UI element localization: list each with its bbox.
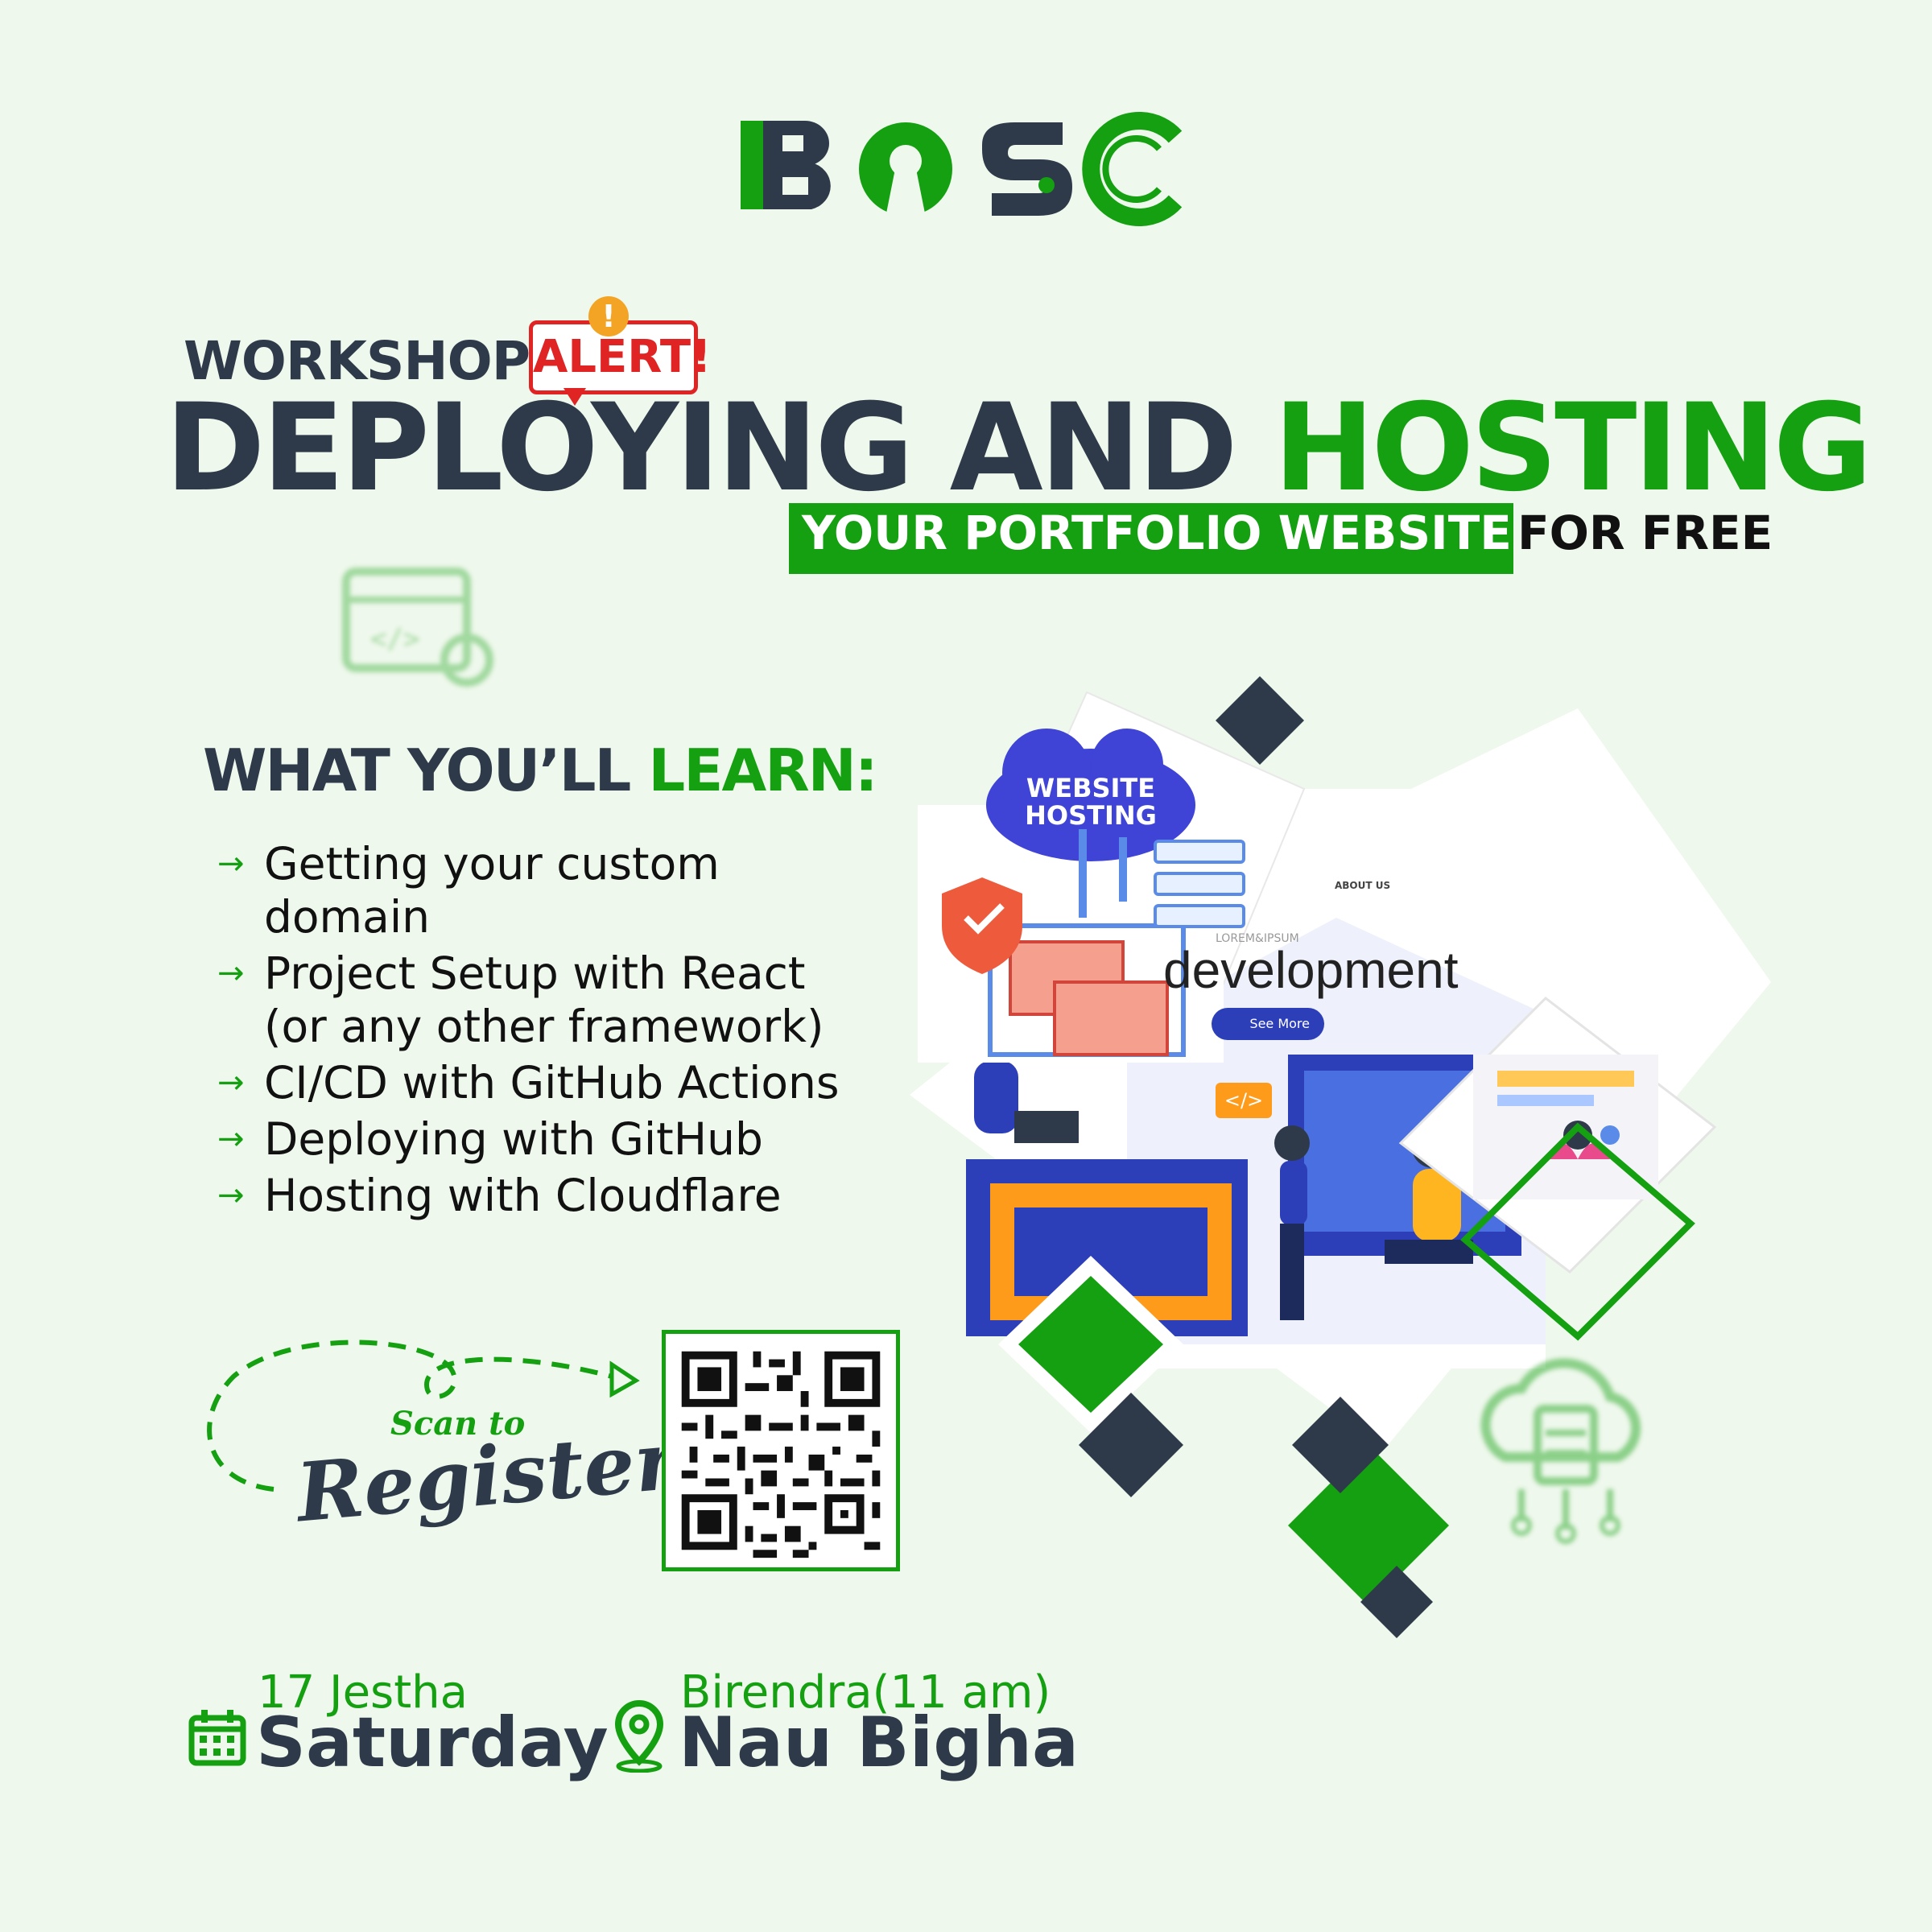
event-day: Saturday bbox=[256, 1703, 609, 1783]
arrow-icon: → bbox=[217, 1064, 245, 1101]
list-item: → Hosting with Cloudflare bbox=[217, 1169, 877, 1222]
learn-title: WHAT YOU’LL LEARN: bbox=[203, 737, 878, 804]
development-label: development bbox=[1163, 941, 1459, 999]
hero-illustration bbox=[910, 676, 1771, 1638]
title-part2: HOSTING bbox=[1274, 378, 1872, 518]
learn-title-part2: LEARN: bbox=[648, 737, 877, 804]
scan-label: Scan to bbox=[390, 1405, 526, 1443]
list-item-text: Project Setup with React (or any other f… bbox=[264, 947, 824, 1052]
list-item-text: CI/CD with GitHub Actions bbox=[264, 1057, 840, 1108]
list-item: → Project Setup with React (or any other … bbox=[217, 947, 877, 1053]
arrow-icon: → bbox=[217, 955, 245, 992]
event-venue: Nau Bigha bbox=[679, 1703, 1080, 1783]
alert-tail bbox=[564, 388, 586, 406]
web-code-icon: </> bbox=[342, 568, 493, 687]
arrow-icon: → bbox=[217, 1121, 245, 1158]
title-part1: DEPLOYING AND bbox=[165, 378, 1238, 518]
list-item-text: Getting your custom domain bbox=[264, 838, 720, 943]
svg-text:</>: </> bbox=[370, 623, 419, 655]
bosc-logo bbox=[741, 112, 1183, 226]
event-date: 17 Jestha bbox=[258, 1666, 468, 1719]
subtitle-rest: FOR FREE bbox=[1517, 506, 1773, 560]
alert-badge-icon: ! bbox=[588, 296, 629, 336]
arrow-icon: → bbox=[217, 1177, 245, 1214]
qr-code-pattern bbox=[666, 1335, 896, 1566]
page-title: DEPLOYING AND HOSTING bbox=[165, 378, 1872, 518]
subtitle-highlight-bg bbox=[789, 503, 1513, 574]
learn-title-part1: WHAT YOU’LL bbox=[203, 737, 631, 804]
alert-label: ALERT! bbox=[529, 320, 712, 394]
about-us-label: ABOUT US bbox=[1335, 880, 1391, 891]
cloud-server-icon bbox=[1480, 1358, 1641, 1544]
list-item-text: Deploying with GitHub bbox=[264, 1113, 763, 1165]
dashed-arrow bbox=[207, 1340, 640, 1492]
list-item: → CI/CD with GitHub Actions bbox=[217, 1056, 877, 1109]
website-hosting-label: WEBSITE HOSTING bbox=[1025, 773, 1157, 831]
workshop-label: WORKSHOP bbox=[184, 330, 530, 392]
arrow-icon: → bbox=[217, 845, 245, 882]
calendar-icon bbox=[188, 1710, 246, 1766]
event-venue-detail: Birendra(11 am) bbox=[680, 1666, 1051, 1719]
code-tag-icon: </> bbox=[1216, 1083, 1272, 1118]
learn-list: → Getting your custom domain → Project Set… bbox=[217, 837, 877, 1225]
qr-code[interactable] bbox=[662, 1330, 900, 1571]
list-item: → Getting your custom domain bbox=[217, 837, 877, 943]
location-pin-icon bbox=[614, 1699, 664, 1773]
list-item: → Deploying with GitHub bbox=[217, 1113, 877, 1166]
list-item-text: Hosting with Cloudflare bbox=[264, 1170, 782, 1221]
lorem-label: LOREM&IPSUM bbox=[1216, 932, 1299, 945]
subtitle-highlight: YOUR PORTFOLIO WEBSITE bbox=[802, 506, 1512, 560]
see-more-button: See More bbox=[1212, 1008, 1324, 1040]
